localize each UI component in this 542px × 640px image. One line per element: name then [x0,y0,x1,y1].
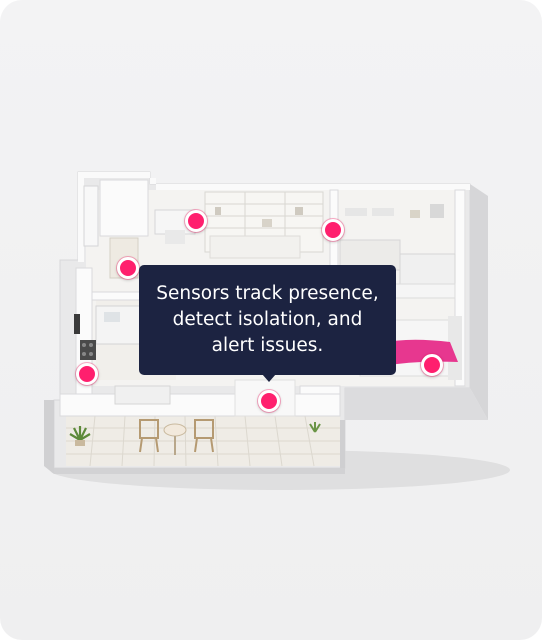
shelf-unit [204,191,324,259]
callout-pointer [262,374,276,382]
callout-line-2: detect isolation, and [172,309,363,330]
sensor-kitchen [76,363,98,385]
sensor-hallway [117,257,139,279]
sensor-living-room [258,390,280,412]
sensor-bed [421,354,443,376]
info-callout: Sensors track presence, detect isolation… [139,265,396,375]
callout-text: Sensors track presence, detect isolation… [156,281,378,359]
callout-line-1: Sensors track presence, [156,283,379,304]
patio-furniture [69,419,321,455]
callout-line-3: alert issues. [211,335,324,356]
kitchen-fixtures [74,305,141,360]
living-furniture [114,379,296,417]
sensor-bedroom [322,219,344,241]
sensor-bathroom [185,210,207,232]
